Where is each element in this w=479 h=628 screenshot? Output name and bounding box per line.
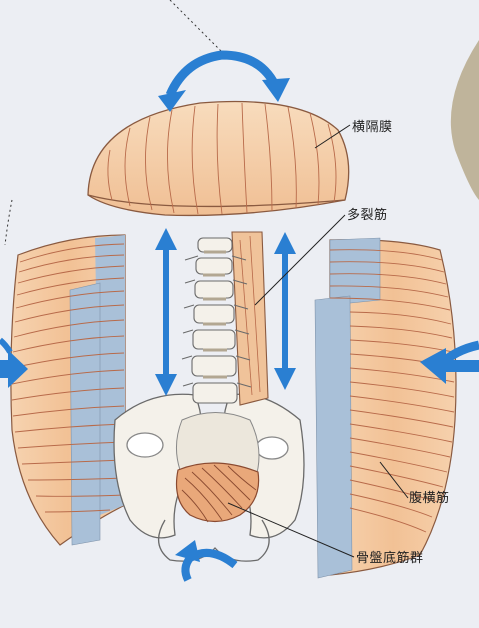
spine bbox=[181, 237, 252, 404]
pelvic-floor-arrow bbox=[175, 540, 238, 582]
multifidus-leader bbox=[254, 214, 346, 306]
diaphragm-leader bbox=[314, 124, 351, 149]
multifidus-right-arrow bbox=[274, 232, 296, 390]
left-abdominal-wall bbox=[10, 234, 126, 546]
pelvic-floor-leader bbox=[227, 502, 355, 558]
pelvic-floor-label: 骨盤底筋群 bbox=[356, 551, 424, 566]
diaphragm-motion-arrow bbox=[158, 50, 290, 112]
dotted-guide-left bbox=[4, 199, 13, 246]
leader-lines bbox=[227, 124, 409, 558]
multifidus-label: 多裂筋 bbox=[347, 208, 388, 223]
transversus-abdominis-label: 腹横筋 bbox=[409, 491, 450, 506]
right-compression-arrow bbox=[420, 340, 479, 384]
left-compression-arrow bbox=[0, 337, 28, 388]
dotted-guide-top bbox=[169, 0, 226, 56]
transversus-leader bbox=[379, 461, 409, 499]
diaphragm-label: 横隔膜 bbox=[352, 120, 393, 135]
multifidus-muscle bbox=[231, 231, 269, 406]
multifidus-left-arrow bbox=[155, 228, 177, 396]
diaphragm-dome bbox=[87, 100, 350, 217]
right-abdominal-wall bbox=[314, 237, 457, 579]
page-edge-texture bbox=[450, 40, 479, 200]
